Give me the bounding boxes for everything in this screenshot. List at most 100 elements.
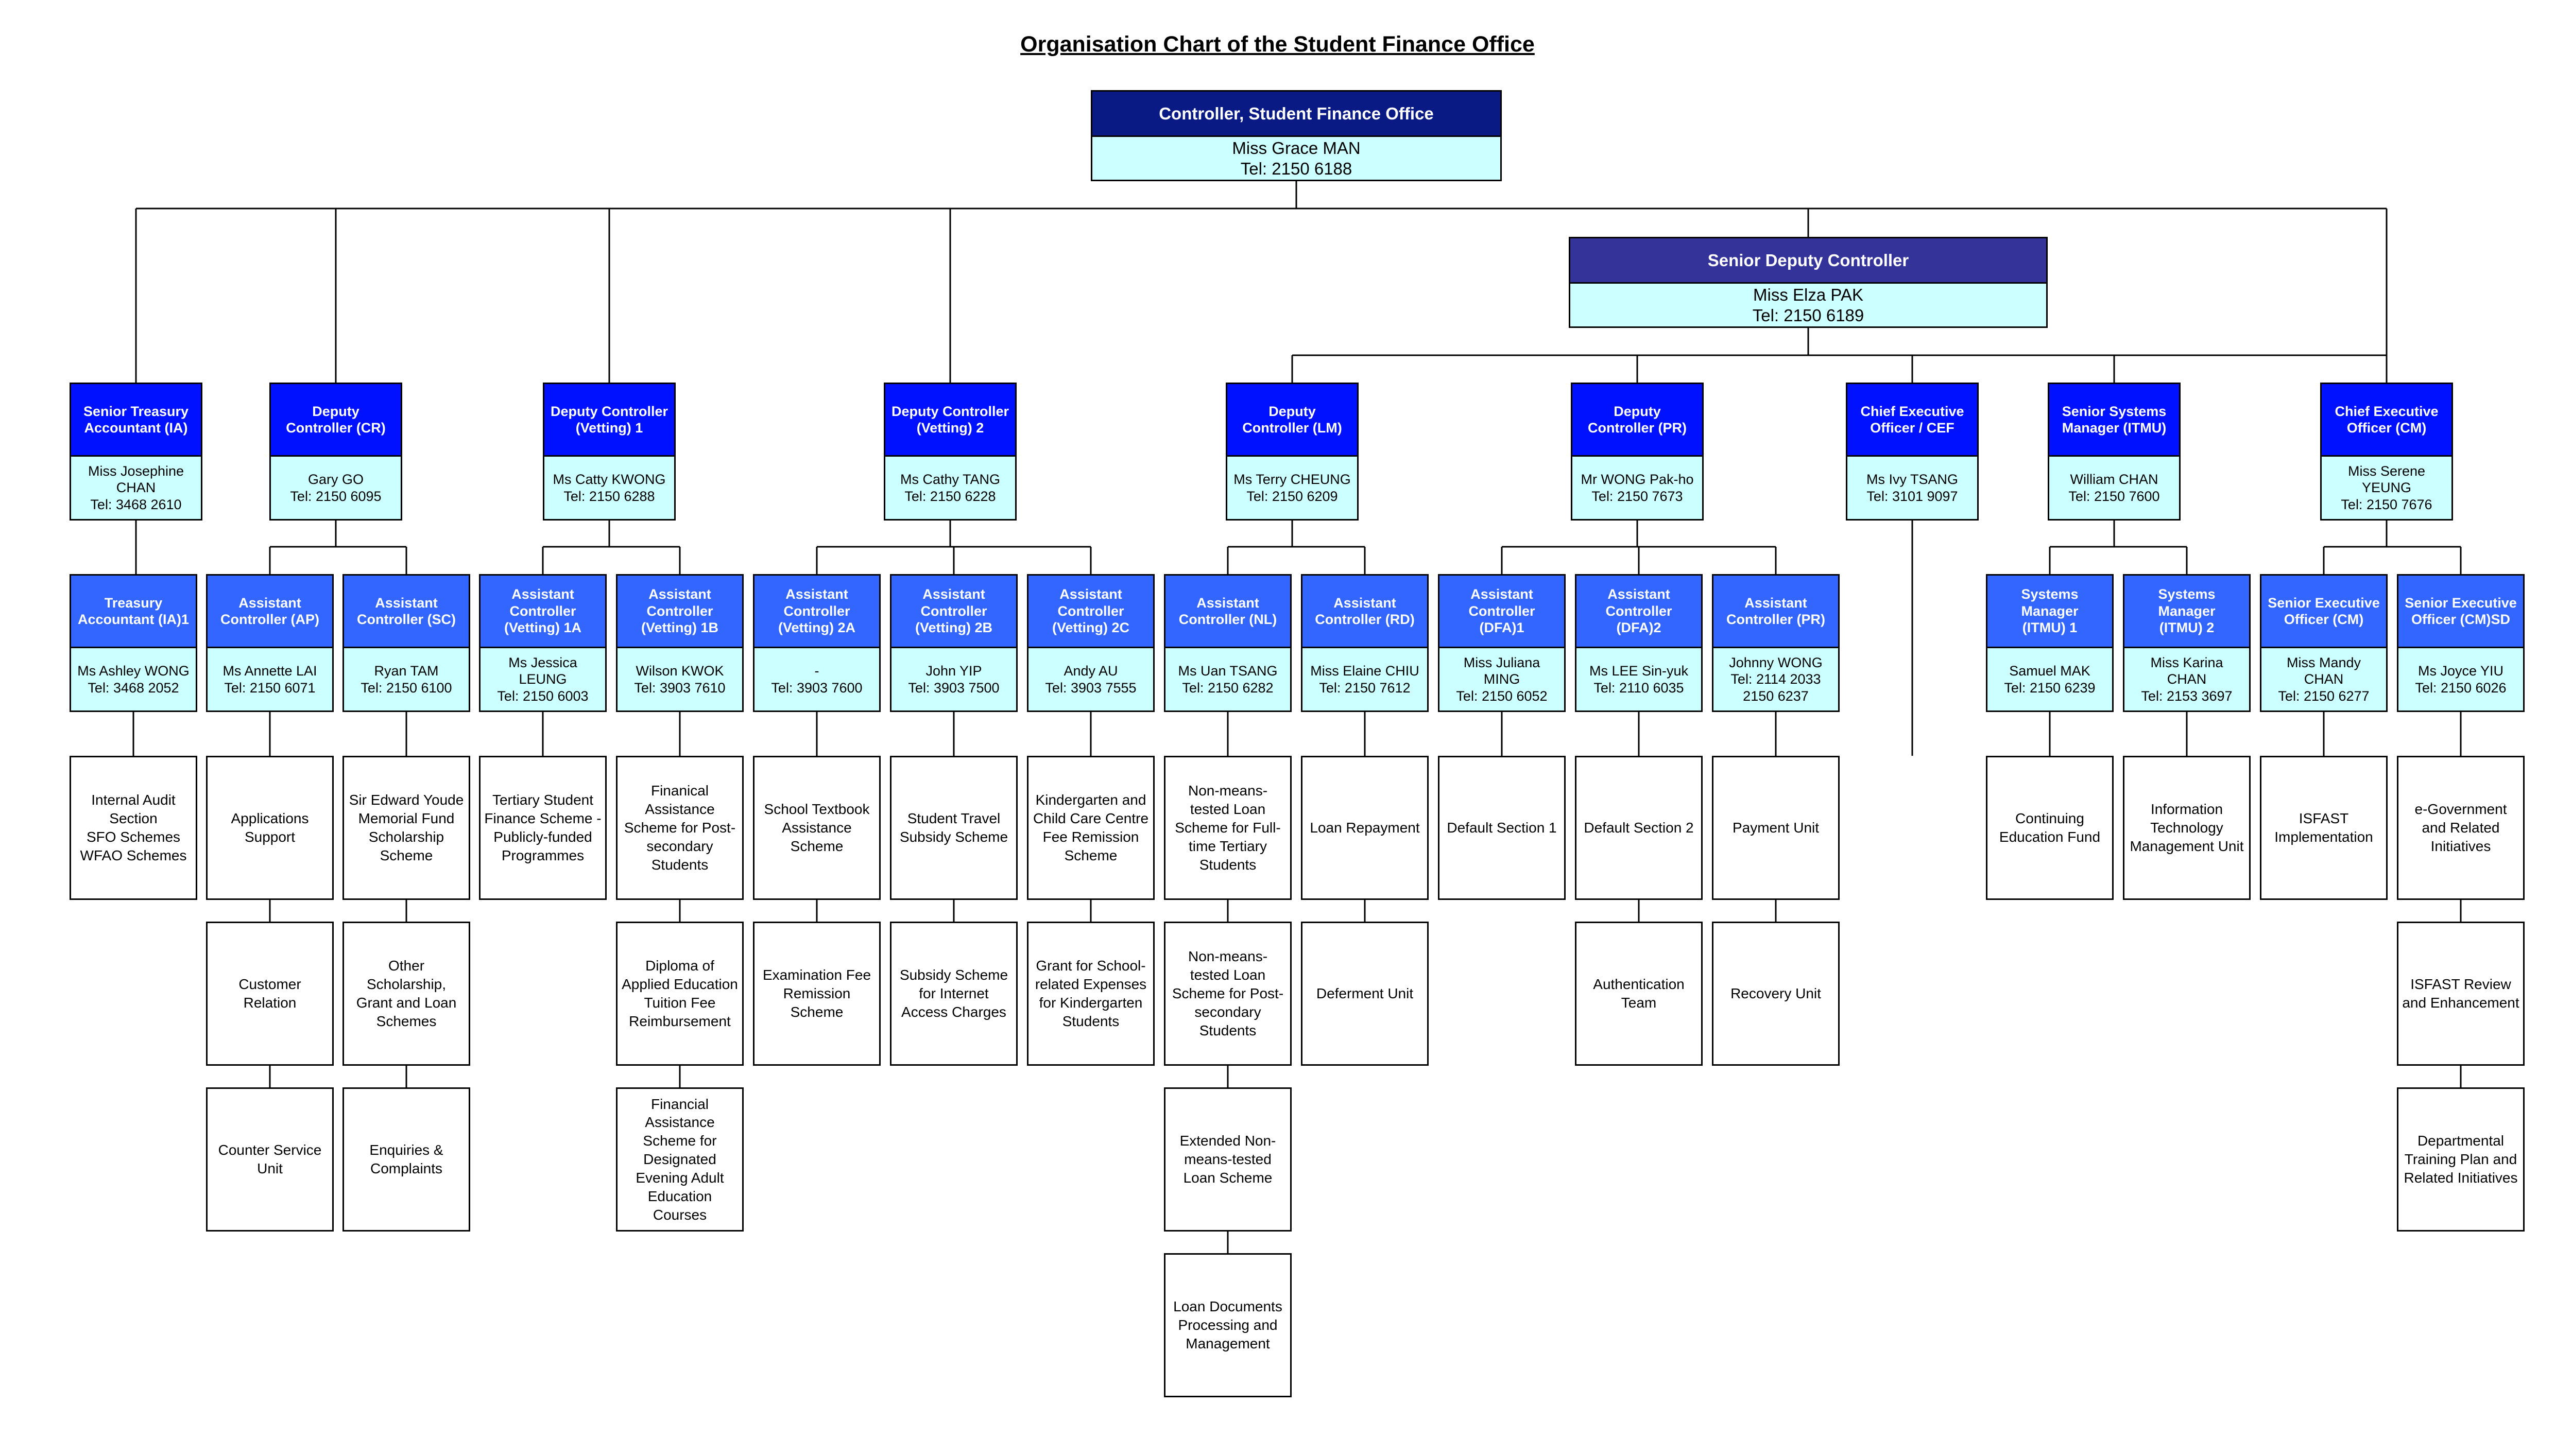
- level2-box: Deputy Controller (CR)Gary GO Tel: 2150 …: [269, 383, 402, 521]
- level3-info: Wilson KWOK Tel: 3903 7610: [618, 648, 742, 710]
- level2-title: Chief Executive Officer (CM): [2322, 384, 2451, 457]
- unit-box: Continuing Education Fund: [1986, 756, 2114, 900]
- level2-box: Deputy Controller (LM)Ms Terry CHEUNG Te…: [1226, 383, 1359, 521]
- controller-name: Miss Grace MAN: [1232, 138, 1361, 158]
- level2-info: Ms Catty KWONG Tel: 2150 6288: [544, 457, 674, 519]
- controller-box: Controller, Student Finance Office Miss …: [1091, 90, 1502, 181]
- level3-box: Assistant Controller (SC)Ryan TAM Tel: 2…: [342, 574, 470, 712]
- level3-title: Systems Manager (ITMU) 1: [1987, 576, 2112, 648]
- unit-box: Counter Service Unit: [206, 1087, 334, 1232]
- level3-info: Ms Joyce YIU Tel: 2150 6026: [2398, 648, 2523, 710]
- unit-box: Grant for School- related Expenses for K…: [1027, 922, 1155, 1066]
- level2-title: Deputy Controller (Vetting) 1: [544, 384, 674, 457]
- level2-title: Senior Systems Manager (ITMU): [2049, 384, 2179, 457]
- level3-box: Assistant Controller (NL)Ms Uan TSANG Te…: [1164, 574, 1292, 712]
- unit-box: Subsidy Scheme for Internet Access Charg…: [890, 922, 1018, 1066]
- level2-title: Deputy Controller (CR): [271, 384, 401, 457]
- controller-tel: Tel: 2150 6188: [1240, 159, 1352, 178]
- unit-box: Extended Non- means-tested Loan Scheme: [1164, 1087, 1292, 1232]
- level3-title: Treasury Accountant (IA)1: [71, 576, 196, 648]
- unit-box: Non-means- tested Loan Scheme for Post- …: [1164, 922, 1292, 1066]
- level3-box: Assistant Controller (AP)Ms Annette LAI …: [206, 574, 334, 712]
- unit-box: Payment Unit: [1712, 756, 1840, 900]
- unit-box: School Textbook Assistance Scheme: [753, 756, 881, 900]
- level3-title: Assistant Controller (AP): [208, 576, 332, 648]
- unit-box: ISFAST Review and Enhancement: [2397, 922, 2525, 1066]
- unit-box: Customer Relation: [206, 922, 334, 1066]
- unit-box: Diploma of Applied Education Tuition Fee…: [616, 922, 744, 1066]
- unit-box: Non-means- tested Loan Scheme for Full- …: [1164, 756, 1292, 900]
- unit-box: Information Technology Management Unit: [2123, 756, 2251, 900]
- unit-box: Financial Assistance Scheme for Designat…: [616, 1087, 744, 1232]
- unit-box: Student Travel Subsidy Scheme: [890, 756, 1018, 900]
- level3-info: Ms Uan TSANG Tel: 2150 6282: [1165, 648, 1290, 710]
- level3-title: Senior Executive Officer (CM)SD: [2398, 576, 2523, 648]
- level2-info: Miss Josephine CHAN Tel: 3468 2610: [71, 457, 201, 519]
- level3-title: Assistant Controller (Vetting) 2B: [891, 576, 1016, 648]
- level3-title: Assistant Controller (SC): [344, 576, 469, 648]
- unit-box: Authentication Team: [1575, 922, 1703, 1066]
- level3-title: Assistant Controller (Vetting) 1B: [618, 576, 742, 648]
- level3-title: Assistant Controller (NL): [1165, 576, 1290, 648]
- level3-title: Assistant Controller (RD): [1302, 576, 1427, 648]
- level2-box: Deputy Controller (PR)Mr WONG Pak-ho Tel…: [1571, 383, 1704, 521]
- level2-info: Mr WONG Pak-ho Tel: 2150 7673: [1572, 457, 1702, 519]
- level2-info: Ms Ivy TSANG Tel: 3101 9097: [1847, 457, 1977, 519]
- unit-box: Default Section 1: [1438, 756, 1566, 900]
- level3-info: Miss Juliana MING Tel: 2150 6052: [1439, 648, 1564, 710]
- level3-title: Assistant Controller (PR): [1713, 576, 1838, 648]
- level3-box: Assistant Controller (PR)Johnny WONG Tel…: [1712, 574, 1840, 712]
- level3-title: Assistant Controller (Vetting) 2A: [755, 576, 879, 648]
- unit-box: Loan Documents Processing and Management: [1164, 1253, 1292, 1397]
- level2-title: Senior Treasury Accountant (IA): [71, 384, 201, 457]
- unit-box: Examination Fee Remission Scheme: [753, 922, 881, 1066]
- level3-title: Assistant Controller (Vetting) 1A: [481, 576, 605, 648]
- level3-info: Johnny WONG Tel: 2114 2033 2150 6237: [1713, 648, 1838, 710]
- level3-info: Ms Ashley WONG Tel: 3468 2052: [71, 648, 196, 710]
- level2-box: Senior Systems Manager (ITMU)William CHA…: [2048, 383, 2181, 521]
- level3-info: Samuel MAK Tel: 2150 6239: [1987, 648, 2112, 710]
- level3-info: Ryan TAM Tel: 2150 6100: [344, 648, 469, 710]
- level3-title: Systems Manager (ITMU) 2: [2124, 576, 2249, 648]
- level2-info: Gary GO Tel: 2150 6095: [271, 457, 401, 519]
- unit-box: Loan Repayment: [1301, 756, 1429, 900]
- controller-info: Miss Grace MAN Tel: 2150 6188: [1092, 137, 1500, 180]
- level2-info: Ms Cathy TANG Tel: 2150 6228: [885, 457, 1015, 519]
- level3-box: Assistant Controller (RD)Miss Elaine CHI…: [1301, 574, 1429, 712]
- unit-box: Enquiries & Complaints: [342, 1087, 470, 1232]
- unit-box: Sir Edward Youde Memorial Fund Scholarsh…: [342, 756, 470, 900]
- level2-title: Deputy Controller (PR): [1572, 384, 1702, 457]
- unit-box: ISFAST Implementation: [2260, 756, 2388, 900]
- senior-deputy-controller-name: Miss Elza PAK: [1753, 285, 1863, 304]
- level3-title: Assistant Controller (DFA)2: [1576, 576, 1701, 648]
- level2-info: William CHAN Tel: 2150 7600: [2049, 457, 2179, 519]
- unit-box: Default Section 2: [1575, 756, 1703, 900]
- level2-box: Senior Treasury Accountant (IA)Miss Jose…: [70, 383, 202, 521]
- unit-box: Kindergarten and Child Care Centre Fee R…: [1027, 756, 1155, 900]
- level3-info: - Tel: 3903 7600: [755, 648, 879, 710]
- unit-box: Internal Audit Section SFO Schemes WFAO …: [70, 756, 197, 900]
- unit-box: Applications Support: [206, 756, 334, 900]
- level2-info: Miss Serene YEUNG Tel: 2150 7676: [2322, 457, 2451, 519]
- level2-box: Chief Executive Officer (CM)Miss Serene …: [2320, 383, 2453, 521]
- controller-title: Controller, Student Finance Office: [1092, 92, 1500, 137]
- senior-deputy-controller-box: Senior Deputy Controller Miss Elza PAK T…: [1569, 237, 2048, 328]
- unit-box: Other Scholarship, Grant and Loan Scheme…: [342, 922, 470, 1066]
- level3-box: Assistant Controller (Vetting) 2A- Tel: …: [753, 574, 881, 712]
- level3-info: Ms LEE Sin-yuk Tel: 2110 6035: [1576, 648, 1701, 710]
- level2-title: Chief Executive Officer / CEF: [1847, 384, 1977, 457]
- level3-info: Andy AU Tel: 3903 7555: [1028, 648, 1153, 710]
- unit-box: Tertiary Student Finance Scheme - Public…: [479, 756, 607, 900]
- level3-title: Senior Executive Officer (CM): [2261, 576, 2386, 648]
- level2-info: Ms Terry CHEUNG Tel: 2150 6209: [1227, 457, 1357, 519]
- unit-box: Deferment Unit: [1301, 922, 1429, 1066]
